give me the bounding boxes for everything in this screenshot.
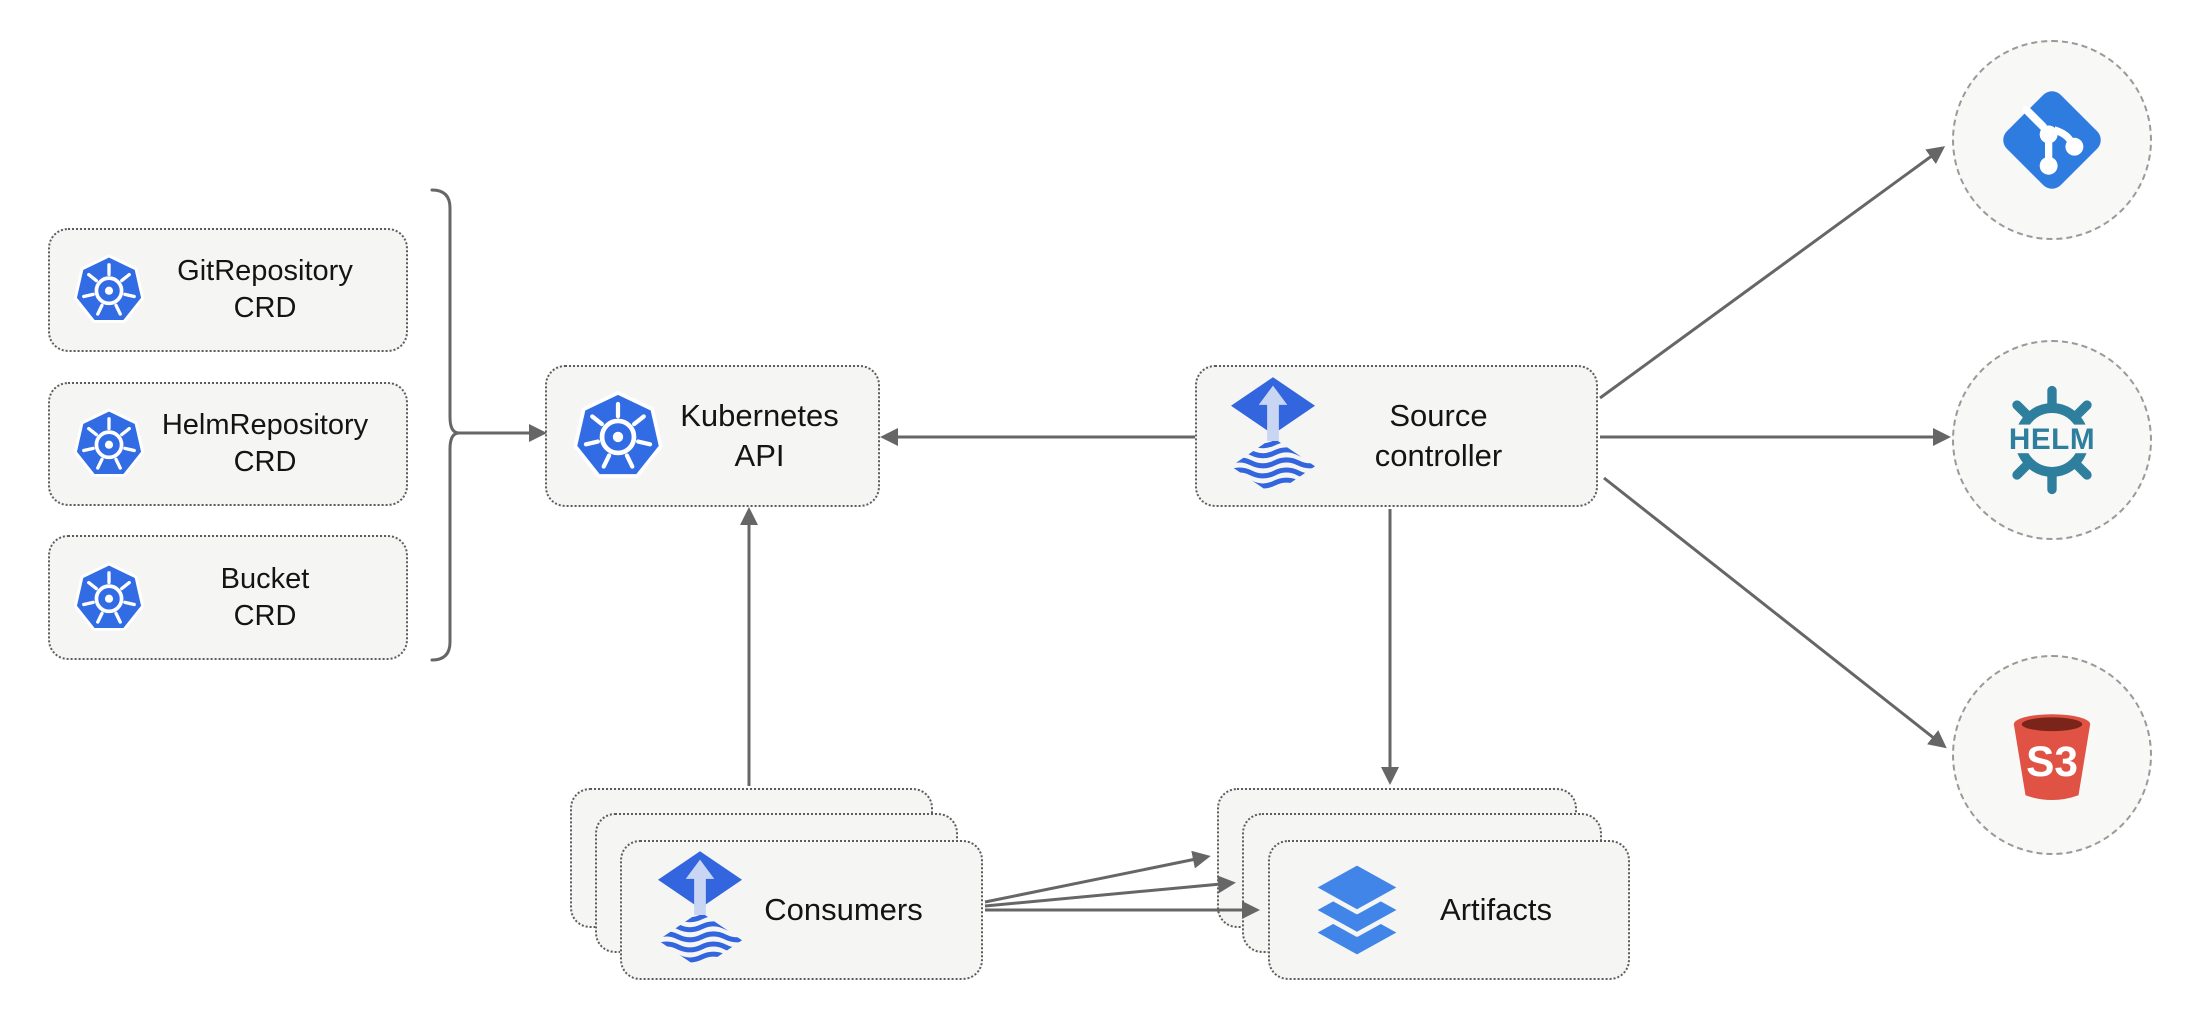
- node-helmrepository-crd: HelmRepository CRD: [48, 382, 408, 506]
- node-label: Source controller: [1374, 398, 1503, 473]
- helm-icon: [1997, 385, 2107, 495]
- s3-source-circle: [1952, 655, 2152, 855]
- node-consumers: Consumers: [620, 840, 983, 980]
- arrow-source-controller-to-s3: [1603, 476, 1947, 749]
- node-gitrepository-crd: GitRepository CRD: [48, 228, 408, 352]
- arrow-consumers-to-artifacts-1: [984, 850, 1211, 904]
- layers-icon: [1310, 861, 1404, 959]
- node-bucket-crd: Bucket CRD: [48, 535, 408, 660]
- kubernetes-icon: [73, 254, 145, 324]
- crd-group-brace: [430, 188, 460, 662]
- node-label: Consumers: [764, 892, 923, 927]
- kubernetes-icon: [73, 561, 145, 631]
- node-artifacts: Artifacts: [1268, 840, 1630, 980]
- git-source-circle: [1952, 40, 2152, 240]
- helm-source-circle: [1952, 340, 2152, 540]
- node-label: GitRepository CRD: [177, 255, 353, 324]
- flux-icon: [1231, 377, 1315, 495]
- kubernetes-icon: [571, 389, 665, 483]
- git-icon: [1996, 84, 2108, 196]
- arrow-source-controller-to-git: [1599, 146, 1946, 400]
- node-kubernetes-api: Kubernetes API: [545, 365, 880, 507]
- node-label: Kubernetes API: [680, 398, 839, 473]
- s3-bucket-icon: [2013, 714, 2091, 801]
- node-label: Artifacts: [1440, 892, 1552, 927]
- flux-icon: [658, 851, 742, 969]
- kubernetes-icon: [73, 408, 145, 478]
- node-label: Bucket CRD: [220, 562, 310, 632]
- node-source-controller: Source controller: [1195, 365, 1598, 507]
- node-label: HelmRepository CRD: [161, 409, 369, 478]
- arrow-consumers-to-artifacts-2: [984, 875, 1236, 908]
